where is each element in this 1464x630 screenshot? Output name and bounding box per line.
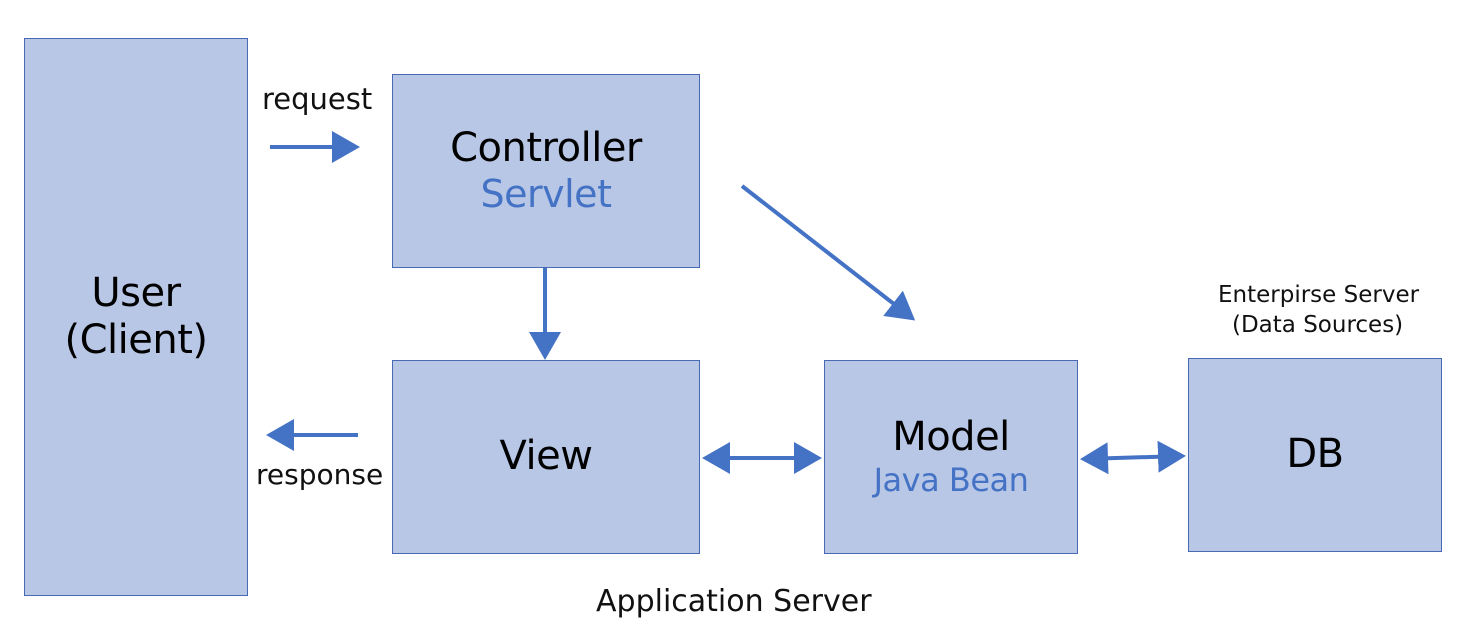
- data-sources-label: (Data Sources): [1232, 312, 1404, 338]
- model-db-arrow: [1080, 440, 1186, 475]
- db-box: DB: [1188, 358, 1442, 552]
- view-box: View: [392, 360, 700, 554]
- db-title: DB: [1286, 431, 1344, 478]
- user-client-box: User (Client): [24, 38, 248, 596]
- response-label: response: [256, 458, 384, 491]
- model-box: Model Java Bean: [824, 360, 1078, 554]
- view-title: View: [499, 433, 593, 480]
- java-bean-subtitle: Java Bean: [873, 461, 1029, 500]
- client-label: (Client): [64, 317, 208, 363]
- enterprise-server-label: Enterpirse Server: [1218, 282, 1420, 308]
- servlet-subtitle: Servlet: [480, 171, 612, 216]
- controller-to-model-arrow: [740, 184, 916, 321]
- application-server-label: Application Server: [596, 584, 872, 619]
- request-label: request: [262, 82, 373, 116]
- controller-box: Controller Servlet: [392, 74, 700, 268]
- model-title: Model: [892, 414, 1010, 461]
- user-label: User: [91, 269, 181, 316]
- controller-title: Controller: [450, 124, 642, 171]
